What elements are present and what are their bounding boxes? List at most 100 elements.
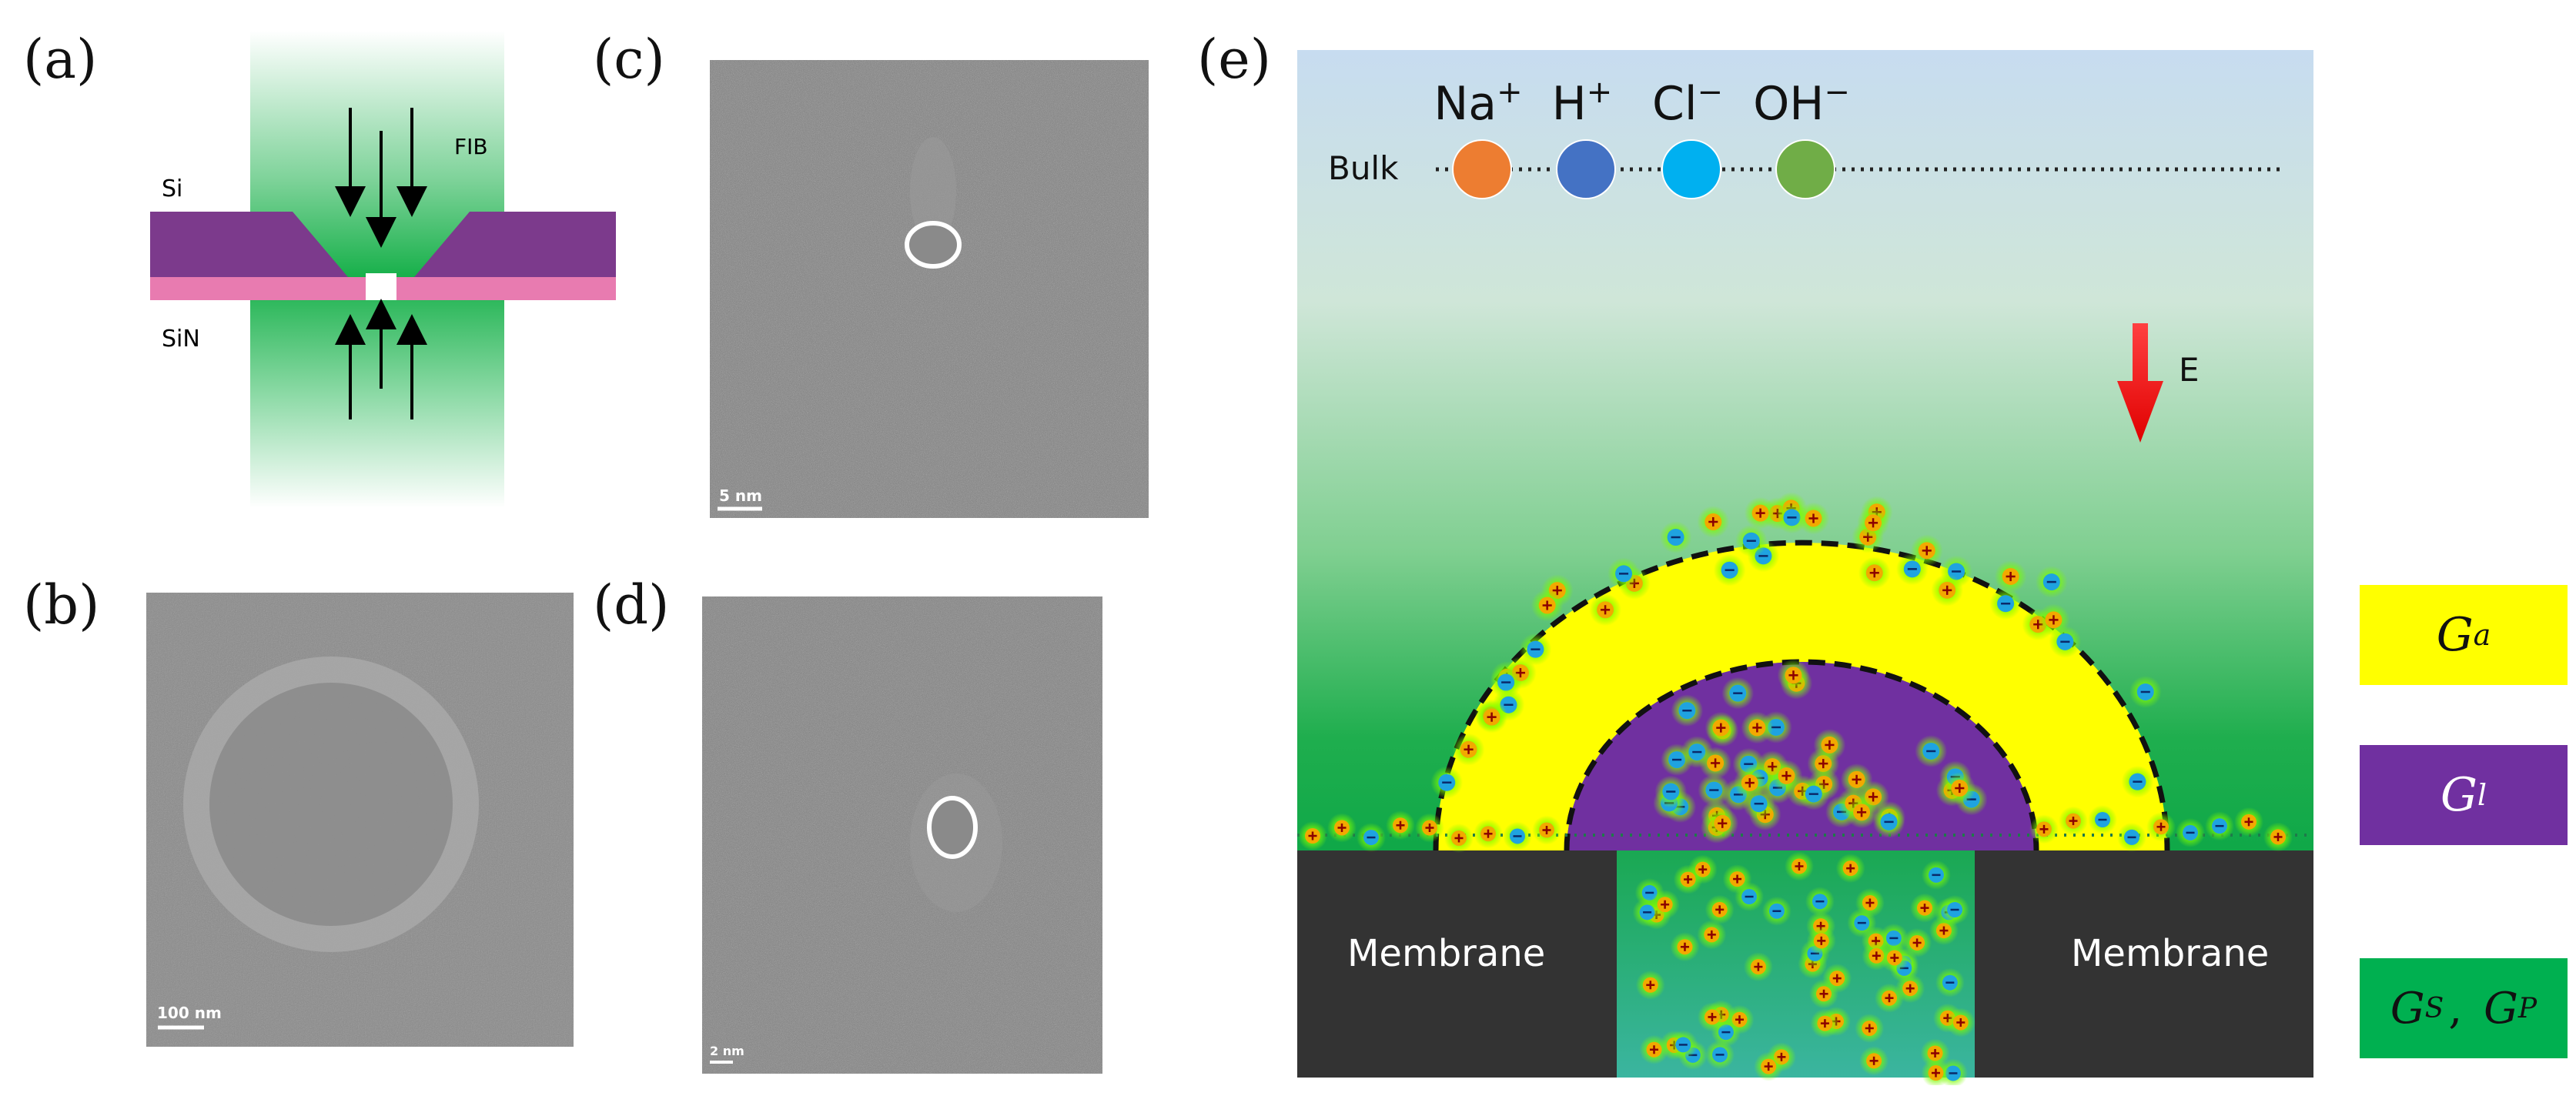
anion-particle (1607, 557, 1640, 590)
cation-particle (1770, 760, 1803, 792)
cation-particle (1415, 813, 1444, 843)
cation-particle (1743, 952, 1773, 982)
access-region (1436, 543, 2167, 850)
anion-particle (2035, 566, 2068, 599)
legend-ga-sub: a (2473, 618, 2491, 652)
cation-particle (1879, 943, 1909, 973)
cation-particle (1857, 506, 1889, 540)
cation-particle (1699, 747, 1731, 780)
legend-gs-base: G (2390, 983, 2425, 1034)
cation-particle (1697, 506, 1730, 538)
panel-e-diagram: Bulk Na+H+Cl−OH− E Membrane Membrane (1297, 50, 2313, 1085)
si-layer-left (150, 212, 348, 277)
panel-c-tem-image: 5 nm (710, 60, 1149, 518)
legend-gl-sub: l (2477, 778, 2487, 812)
electric-field-arrow (2117, 323, 2163, 443)
anion-particle (1735, 882, 1765, 912)
cation-particle (1931, 573, 1964, 606)
ion-label: Na+ (1434, 75, 1522, 131)
membrane-left-label: Membrane (1347, 932, 1545, 975)
cation-particle (1943, 772, 1976, 804)
pore-d (927, 796, 978, 859)
anion-particle (1430, 766, 1464, 799)
anion-particle (1895, 553, 1929, 586)
ion-particles (1298, 492, 2293, 1085)
cation-particle (1532, 815, 1561, 845)
membrane-right-label: Membrane (2071, 932, 2269, 975)
electric-field-label: E (2179, 351, 2200, 389)
cation-particle (1474, 819, 1503, 849)
ion-labels: Na+H+Cl−OH− (1434, 75, 1850, 199)
panel-label-e: (e) (1197, 28, 1272, 91)
cation-particle (2146, 812, 2176, 842)
anion-particle (2129, 676, 2162, 708)
ion-bulk-circle (1452, 139, 1512, 199)
cation-particle (1744, 496, 1777, 530)
cation-particle (1386, 810, 1415, 840)
anion-particle (1989, 587, 2022, 620)
anion-particle (1940, 895, 1970, 924)
cation-particle (2234, 807, 2263, 837)
cation-particle (1945, 1007, 1975, 1038)
panel-label-b: (b) (23, 573, 100, 637)
cation-particle (1845, 796, 1878, 829)
cation-particle (1813, 729, 1846, 761)
anion-particle (2176, 817, 2205, 847)
ion-label: Cl− (1652, 75, 1723, 131)
anion-particle (1698, 774, 1731, 807)
anion-particle (1805, 887, 1835, 917)
cation-particle (1327, 813, 1357, 843)
cation-particle (1697, 920, 1727, 950)
anion-particle (1761, 896, 1791, 926)
scale-bar-c-label: 5 nm (719, 486, 762, 505)
anion-particle (1671, 694, 1704, 727)
bulk-label: Bulk (1328, 149, 1399, 187)
legend-gp-base: G (2484, 983, 2518, 1034)
cation-particle (1994, 560, 2027, 593)
fib-label: FIB (454, 134, 488, 159)
cation-particle (1797, 502, 1830, 535)
cation-particle (1741, 711, 1774, 744)
ion-bulk-circle (1556, 139, 1616, 199)
anion-particle (1713, 553, 1746, 586)
anion-particle (1721, 677, 1755, 710)
legend-gp-sub: P (2517, 992, 2538, 1024)
anion-particle (1705, 1040, 1735, 1070)
membrane-right (1975, 850, 2313, 1078)
inner-boundary (1564, 659, 2039, 851)
cation-particle (1670, 932, 1700, 962)
membrane-left (1297, 850, 1617, 1078)
cation-particle (1705, 894, 1735, 924)
legend-ga-base: G (2436, 608, 2474, 662)
anion-particle (1668, 1030, 1698, 1060)
pore-c (905, 221, 962, 269)
anion-particle (1915, 735, 1948, 767)
cation-particle (2037, 603, 2070, 637)
cation-particle (1835, 854, 1865, 884)
legend-separator: , (2448, 983, 2463, 1034)
panel-b-sem-image: 100 nm (146, 593, 574, 1047)
legend-gl-base: G (2440, 768, 2477, 822)
ion-bulk-circle (1775, 139, 1835, 199)
cation-particle (2263, 822, 2293, 852)
panel-a-schematic: Si SiN FIB (150, 31, 616, 508)
cation-particle (1855, 888, 1885, 918)
anion-particle (1503, 821, 1532, 851)
cation-particle (1475, 700, 1508, 733)
cation-particle (1733, 767, 1766, 800)
cation-particle (1921, 1058, 1951, 1085)
cation-particle (1754, 1051, 1784, 1081)
cation-particle (1777, 659, 1810, 692)
sin-label: SiN (162, 326, 200, 353)
nanopore (366, 273, 396, 300)
cation-particle (1722, 864, 1752, 894)
cation-particle (1910, 893, 1940, 923)
anion-particle (1654, 775, 1688, 808)
scale-bar-b-label: 100 nm (157, 1004, 222, 1022)
scale-bar-d-label: 2 nm (710, 1044, 744, 1058)
cation-particle (1673, 864, 1703, 894)
cation-particle (1902, 927, 1932, 957)
cation-particle (1810, 1008, 1840, 1038)
